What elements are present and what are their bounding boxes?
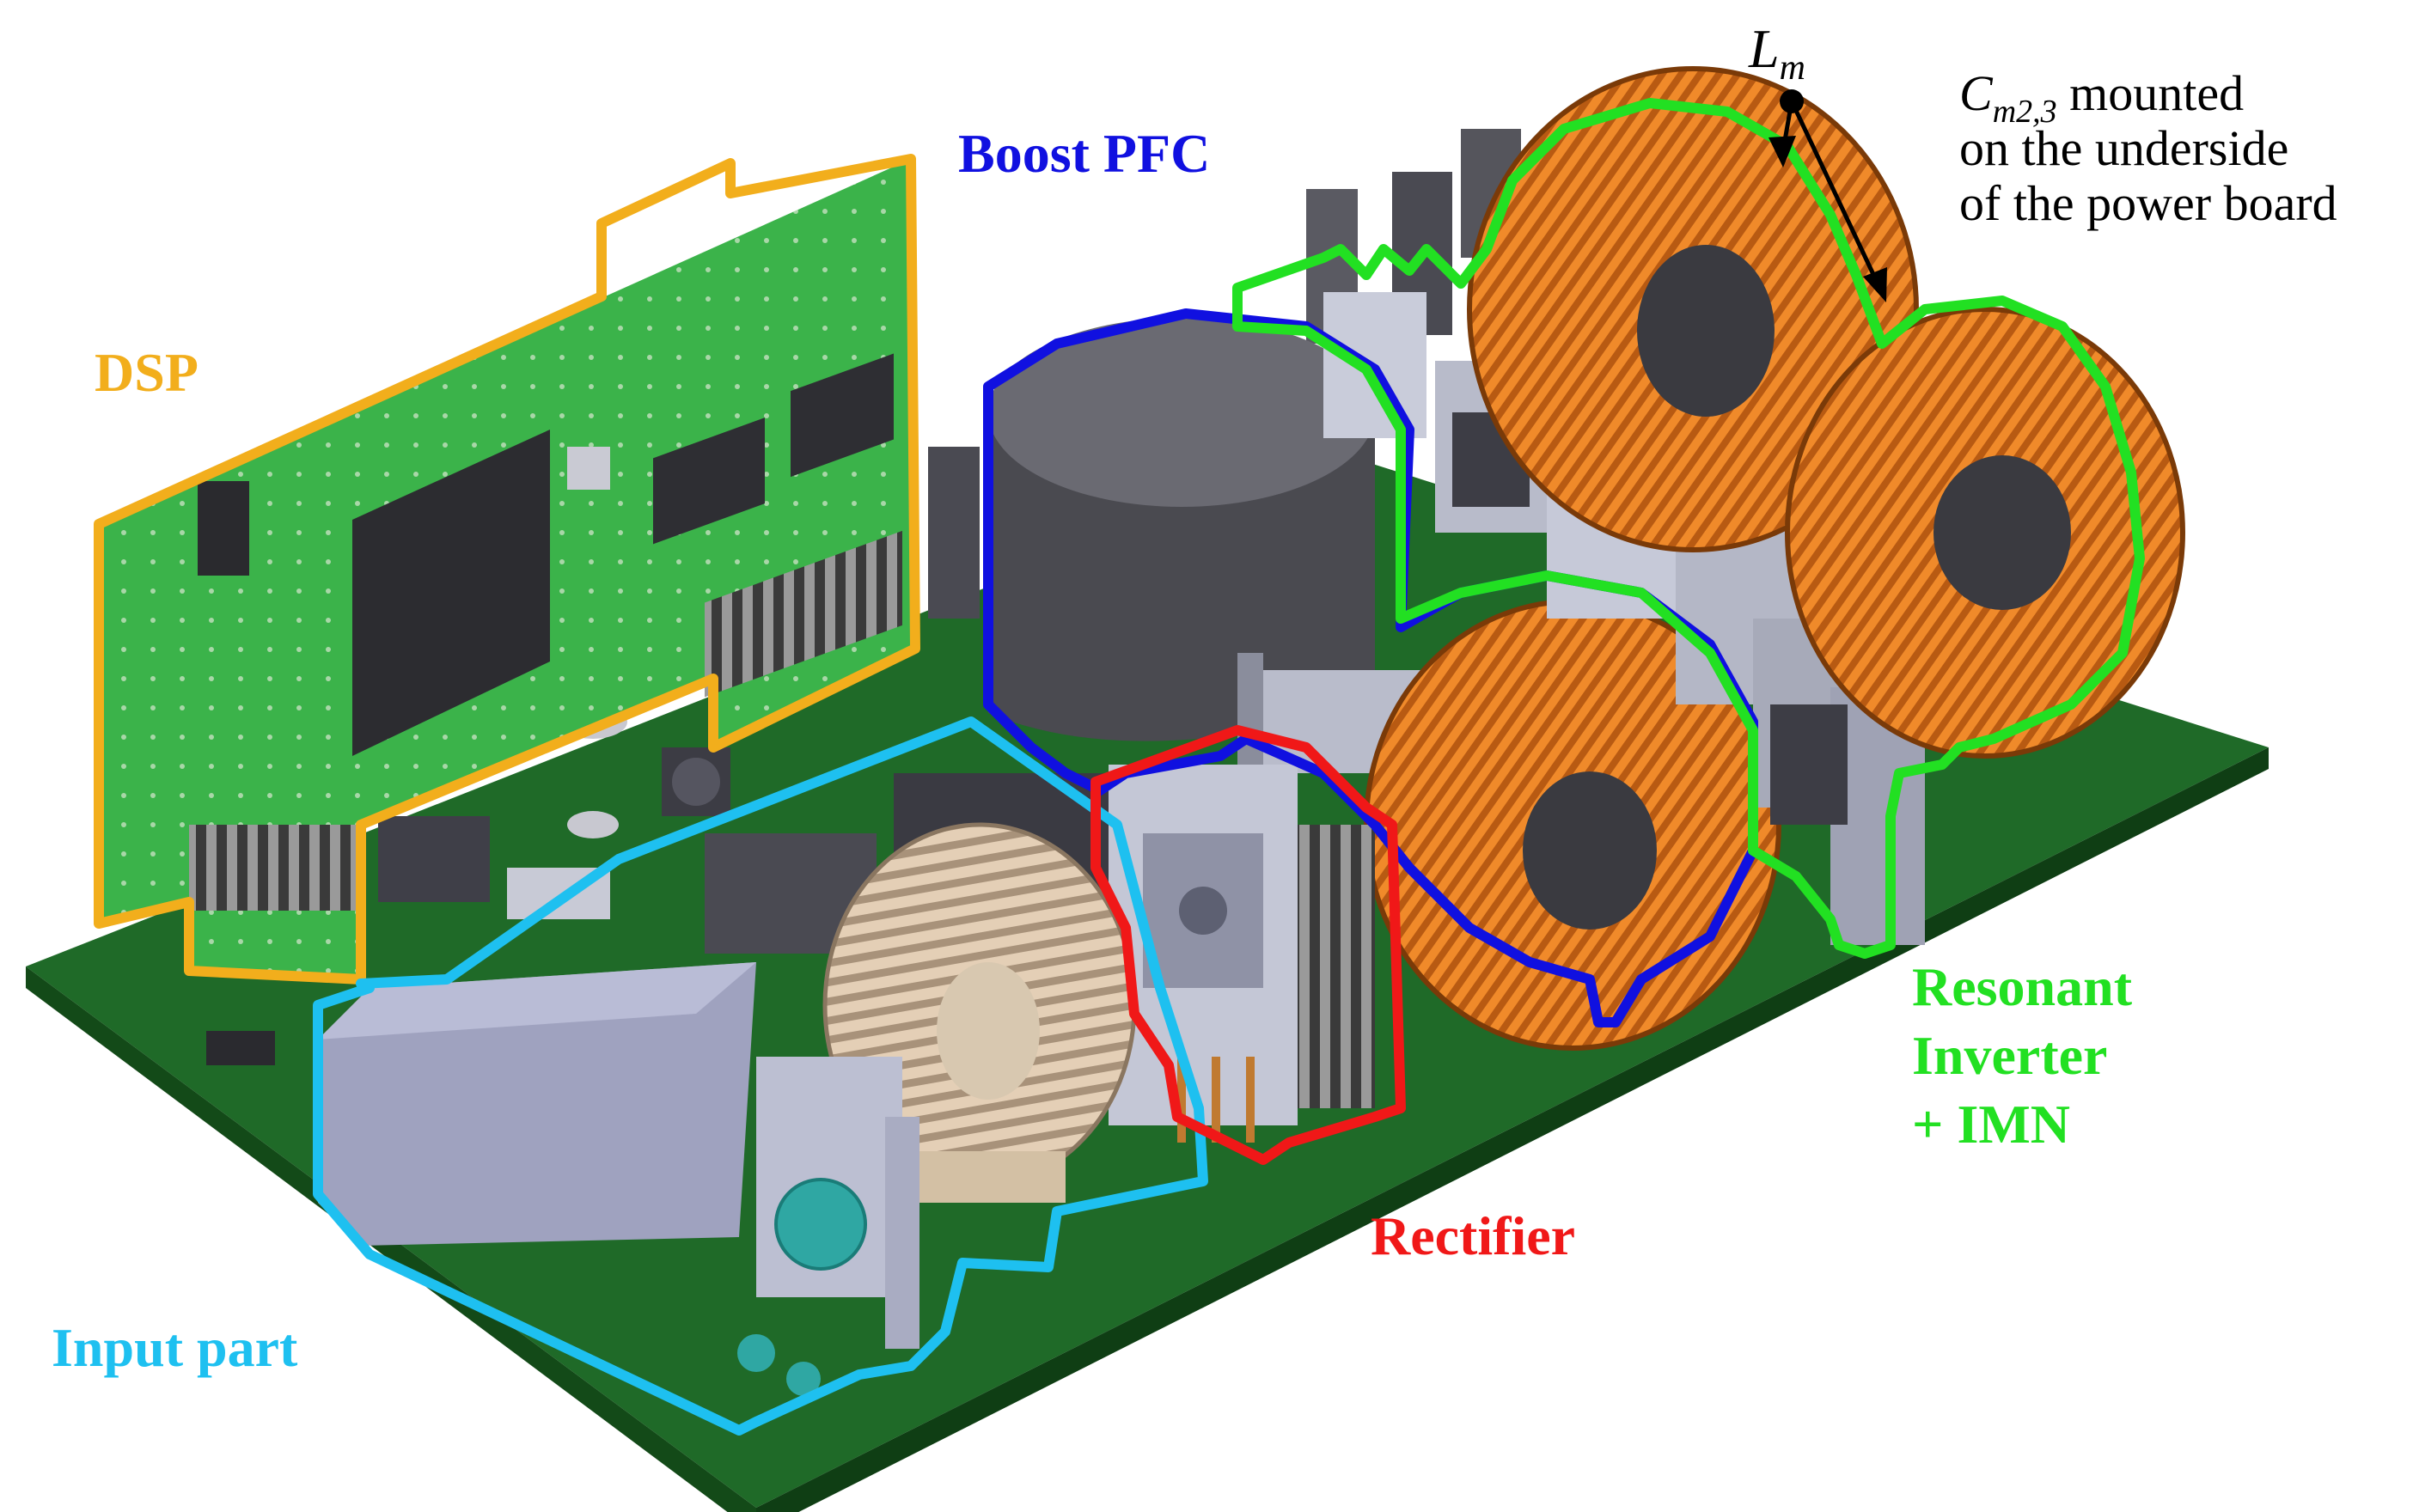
- boost-pfc-label: Boost PFC: [958, 123, 1210, 184]
- dsp-outline: [94, 154, 920, 985]
- dsp-label: DSP: [95, 342, 199, 403]
- lm-arrowhead-left: [1769, 136, 1796, 168]
- input-part-components: [318, 773, 1137, 1396]
- rectifier-outline: [1090, 725, 1406, 1165]
- lm-arrow-right: [1789, 100, 1880, 285]
- boost-pfc-components: [988, 318, 1781, 1051]
- lm-sub: m: [1780, 48, 1805, 88]
- rectifier-bridge: [1109, 765, 1375, 1143]
- rectifier-label: Rectifier: [1371, 1205, 1575, 1266]
- boost-pfc-outline: [983, 308, 1758, 1027]
- input-part-outline: [313, 716, 1208, 1436]
- cm-note-line2: on the underside: [1959, 120, 2288, 176]
- rear-components: [928, 129, 1521, 619]
- resonant-label-line1: Resonant: [1912, 956, 2133, 1017]
- dsp-board: [99, 159, 915, 979]
- lm-main: L: [1748, 18, 1780, 79]
- cm-note-line1: Cm2,3 mounted: [1959, 65, 2244, 130]
- lm-arrowhead-right: [1863, 267, 1887, 302]
- resonant-label-line3: + IMN: [1912, 1094, 2070, 1155]
- resonant-inductors: [1467, 66, 2185, 759]
- cm-note: Cm2,3 mounted on the underside of the po…: [1959, 65, 2337, 231]
- cm-note-line3: of the power board: [1959, 175, 2337, 231]
- input-part-label: Input part: [52, 1317, 298, 1378]
- resonant-label-line2: Inverter: [1912, 1025, 2107, 1086]
- lm-annotation: Lm: [1748, 18, 1887, 302]
- cm-sub: m2,3: [1993, 94, 2057, 130]
- resonant-outline: [1232, 98, 2145, 959]
- cm-main: C: [1959, 65, 1994, 121]
- cm-rest: mounted: [2057, 65, 2244, 121]
- lm-label: Lm: [1748, 18, 1805, 88]
- misc-components: [206, 704, 730, 1065]
